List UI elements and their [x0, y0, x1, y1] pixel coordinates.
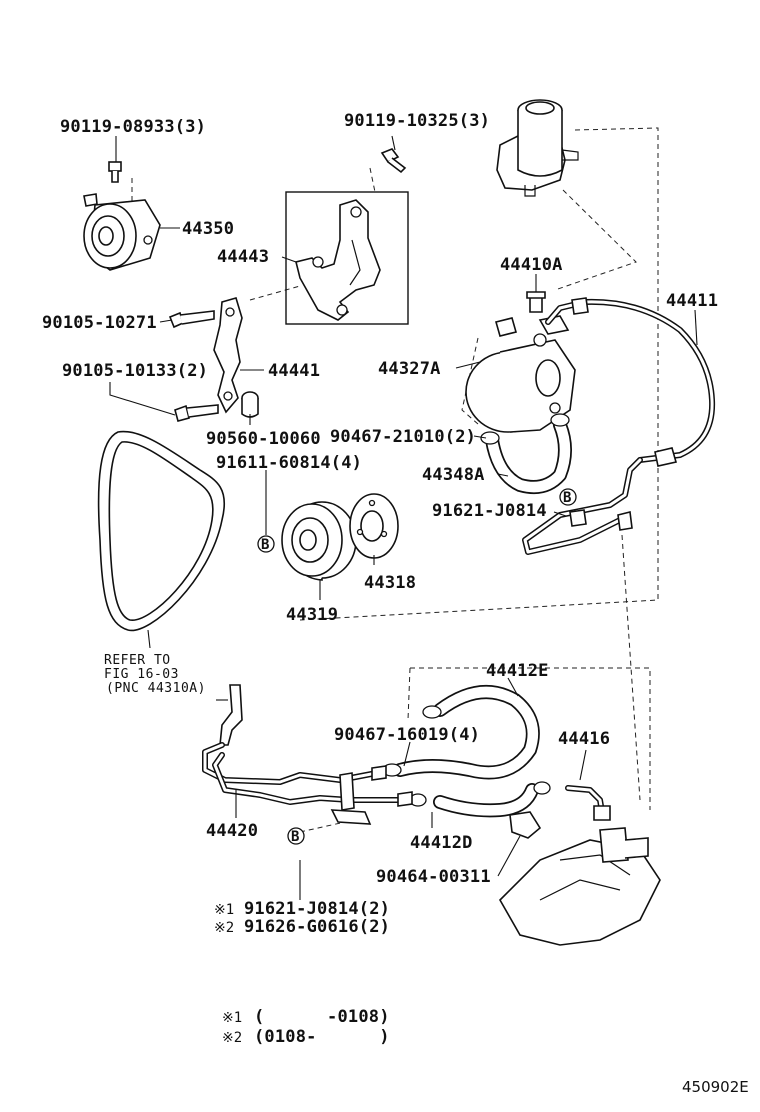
hose-44412d [409, 781, 551, 818]
v-belt [97, 430, 226, 632]
refer-line-2: FIG 16-03 [104, 667, 179, 682]
note-2-mark: ※2 [214, 920, 234, 936]
marker-b-upper-left: B [257, 535, 275, 553]
bracket-44441 [168, 297, 259, 422]
diagram-id: 450902E [682, 1078, 749, 1096]
label-44318: 44318 [364, 573, 416, 593]
label-44410a: 44410A [500, 255, 563, 275]
footnotes: ※1 ( -0108) ※2 (0108- ) [222, 1007, 390, 1047]
plate-44318 [349, 493, 399, 559]
cooler-pipe-44420 [202, 684, 413, 825]
marker-b-text: B [261, 537, 269, 553]
leader-lines [109, 135, 698, 900]
pulley-44319 [281, 501, 357, 581]
label-44441: 44441 [268, 361, 320, 381]
footnote-2-mark: ※2 [222, 1030, 242, 1046]
label-44350: 44350 [182, 219, 234, 239]
label-44412e: 44412E [486, 661, 549, 681]
label-90105-10133: 90105-10133(2) [62, 361, 208, 381]
marker-b-right: B [559, 488, 577, 506]
footnote-1-mark: ※1 [222, 1010, 242, 1026]
label-91611-60814: 91611-60814(4) [216, 453, 362, 473]
refer-line-1: REFER TO [104, 653, 171, 668]
footnote-1-range: ( -0108) [254, 1007, 390, 1027]
label-44420: 44420 [206, 821, 258, 841]
bracket-44443-frame [285, 191, 409, 325]
label-44327a: 44327A [378, 359, 441, 379]
refer-line-3: (PNC 44310A) [106, 681, 206, 696]
label-90119-10325: 90119-10325(3) [344, 111, 490, 131]
label-90119-08933: 90119-08933(3) [60, 117, 206, 137]
pump-44327a [465, 291, 576, 433]
part-labels: 90119-08933(3) 90119-10325(3) 44350 4444… [42, 111, 718, 887]
bolt-90119-08933 [108, 161, 122, 183]
return-pipe-right [522, 457, 643, 555]
label-44411: 44411 [666, 291, 718, 311]
label-44348a: 44348A [422, 465, 485, 485]
label-90464-00311: 90464-00311 [376, 867, 491, 887]
suction-hose-44348a [480, 413, 572, 494]
idler-pulley-44350 [83, 193, 161, 271]
steering-gear [499, 827, 661, 946]
label-91621-j0814: 91621-J0814 [432, 501, 547, 521]
marker-b-text: B [291, 829, 299, 845]
note-1-mark: ※1 [214, 902, 234, 918]
label-44319: 44319 [286, 605, 338, 625]
reservoir-tank [496, 99, 579, 197]
label-90560-10060: 90560-10060 [206, 429, 321, 449]
footnote-2-range: (0108- ) [254, 1027, 390, 1047]
marker-b-lower: B [287, 827, 305, 845]
label-90467-21010: 90467-21010(2) [330, 427, 476, 447]
label-90105-10271: 90105-10271 [42, 313, 157, 333]
label-44416: 44416 [558, 729, 610, 749]
refer-note: REFER TO FIG 16-03 (PNC 44310A) [104, 653, 206, 696]
marker-b-text: B [563, 490, 571, 506]
note-1-part: 91621-J0814(2) [244, 899, 390, 919]
pipe-44416 [565, 785, 611, 821]
label-90467-16019: 90467-16019(4) [334, 725, 480, 745]
label-44412d: 44412D [410, 833, 473, 853]
clamp-90464-00311 [509, 811, 542, 839]
variant-part-notes: ※1 91621-J0814(2) ※2 91626-G0616(2) [214, 899, 390, 937]
bolt-90119-10325 [380, 148, 407, 174]
note-2-part: 91626-G0616(2) [244, 917, 390, 937]
label-44443: 44443 [217, 247, 269, 267]
pressure-hose-44411 [545, 297, 716, 467]
